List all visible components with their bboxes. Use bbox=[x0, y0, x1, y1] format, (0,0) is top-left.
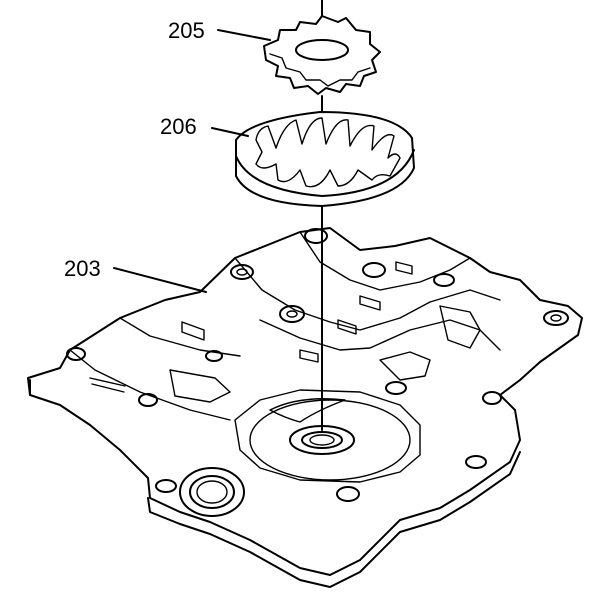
pump-body-crescent bbox=[269, 398, 346, 423]
callout-206-label: 206 bbox=[160, 114, 197, 139]
inner-gear bbox=[263, 15, 381, 113]
pump-body-detail bbox=[181, 261, 413, 363]
pump-body-bore bbox=[249, 399, 411, 481]
bolt-hole bbox=[543, 310, 569, 326]
inner-gear-bore bbox=[295, 39, 349, 61]
pump-body-slot-3 bbox=[379, 351, 431, 381]
bolt-hole bbox=[482, 391, 502, 405]
callout-205-leader bbox=[217, 29, 271, 41]
pump-body-slot-2 bbox=[439, 305, 481, 349]
callout-203: 203 bbox=[64, 256, 207, 293]
outer-gear bbox=[235, 0, 415, 207]
bolt-hole-center bbox=[236, 268, 248, 276]
inner-gear-face bbox=[269, 53, 371, 87]
pump-body-ridge-2 bbox=[234, 257, 501, 331]
bolt-hole bbox=[279, 305, 305, 323]
pump-body-boss-bore bbox=[189, 475, 235, 509]
pump-body-slot bbox=[89, 377, 126, 393]
outer-gear-rim bbox=[235, 111, 415, 207]
bolt-hole bbox=[336, 486, 360, 502]
bolt-hole bbox=[230, 264, 254, 280]
bolt-hole bbox=[205, 350, 223, 362]
bolt-hole bbox=[465, 455, 487, 469]
pump-body-boss-inner bbox=[196, 480, 228, 504]
pump-body-lower-edge bbox=[29, 379, 521, 588]
bolt-hole bbox=[155, 479, 177, 493]
callout-206: 206 bbox=[160, 114, 249, 139]
bolt-hole bbox=[433, 273, 455, 287]
shaft-seal-inner bbox=[301, 431, 343, 449]
bolt-hole-center bbox=[550, 314, 562, 322]
callout-203-leader bbox=[113, 267, 207, 293]
callout-205-label: 205 bbox=[168, 18, 205, 43]
pump-body-channel bbox=[259, 319, 501, 351]
shaft-seal-hole bbox=[309, 434, 335, 446]
bolt-holes bbox=[66, 228, 569, 502]
pump-body bbox=[27, 227, 583, 588]
pump-body-pocket bbox=[234, 389, 421, 483]
callout-203-label: 203 bbox=[64, 256, 101, 281]
bolt-hole bbox=[362, 262, 386, 278]
outer-gear-teeth bbox=[255, 117, 401, 188]
bolt-hole bbox=[66, 347, 86, 361]
outer-gear-lower-face bbox=[235, 149, 415, 197]
bolt-hole bbox=[385, 381, 407, 395]
callout-205: 205 bbox=[168, 18, 271, 43]
bolt-hole bbox=[138, 393, 158, 407]
pump-body-ridge-3 bbox=[299, 231, 471, 291]
pump-body-channel-2 bbox=[169, 369, 231, 403]
callout-206-leader bbox=[211, 127, 249, 137]
bolt-hole bbox=[304, 228, 328, 244]
bolt-hole-center bbox=[286, 310, 298, 318]
